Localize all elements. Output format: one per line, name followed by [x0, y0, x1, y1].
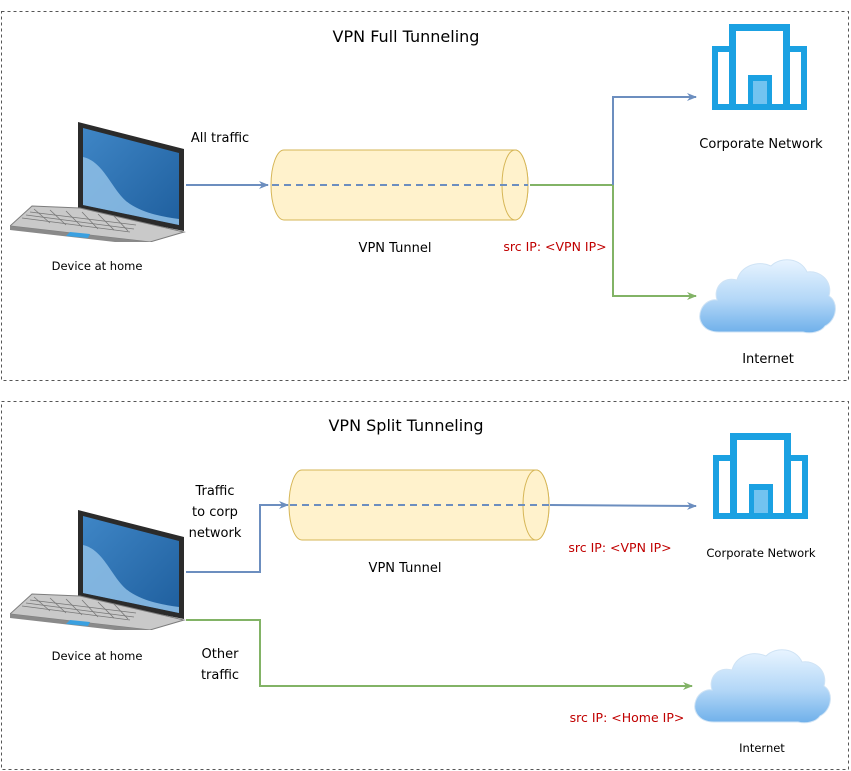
other-traffic-label-line-2: traffic — [201, 668, 239, 683]
full-tunnel-panel — [1, 11, 849, 381]
corp-traffic-arrow — [186, 501, 289, 573]
full-tunnel-title: VPN Full Tunneling — [333, 27, 480, 46]
vpn-tunnel-label: VPN Tunnel — [369, 561, 442, 576]
to-internet-arrow — [612, 185, 697, 300]
corp-network-label: Corporate Network — [706, 546, 816, 560]
device-label: Device at home — [52, 649, 143, 663]
internet-label: Internet — [739, 741, 785, 755]
building-icon — [713, 433, 808, 519]
other-traffic-label-line-1: Other — [202, 647, 240, 662]
src-ip-label: src IP: <VPN IP> — [503, 239, 606, 254]
split-tunnel-panel — [1, 401, 849, 770]
src-ip-vpn-label: src IP: <VPN IP> — [568, 540, 671, 555]
corp-traffic-label-line-1: Traffic — [194, 484, 234, 499]
building-icon — [712, 24, 807, 110]
laptop-icon — [10, 122, 185, 242]
device-label: Device at home — [52, 259, 143, 273]
cloud-icon — [699, 259, 836, 334]
corp-traffic-label-line-2: to corp — [192, 505, 238, 520]
src-ip-home-label: src IP: <Home IP> — [570, 710, 685, 725]
split-tunnel-title: VPN Split Tunneling — [328, 416, 483, 435]
to-corp-arrow — [549, 501, 697, 510]
internet-label: Internet — [742, 352, 794, 367]
cloud-icon — [694, 649, 831, 724]
to-corp-arrow — [612, 93, 697, 185]
laptop-icon — [10, 510, 185, 630]
other-traffic-arrow — [186, 619, 693, 690]
corp-traffic-label-line-3: network — [189, 526, 242, 541]
vpn-tunnel-label: VPN Tunnel — [359, 241, 432, 256]
all-traffic-label: All traffic — [191, 131, 249, 146]
corp-network-label: Corporate Network — [699, 137, 823, 152]
